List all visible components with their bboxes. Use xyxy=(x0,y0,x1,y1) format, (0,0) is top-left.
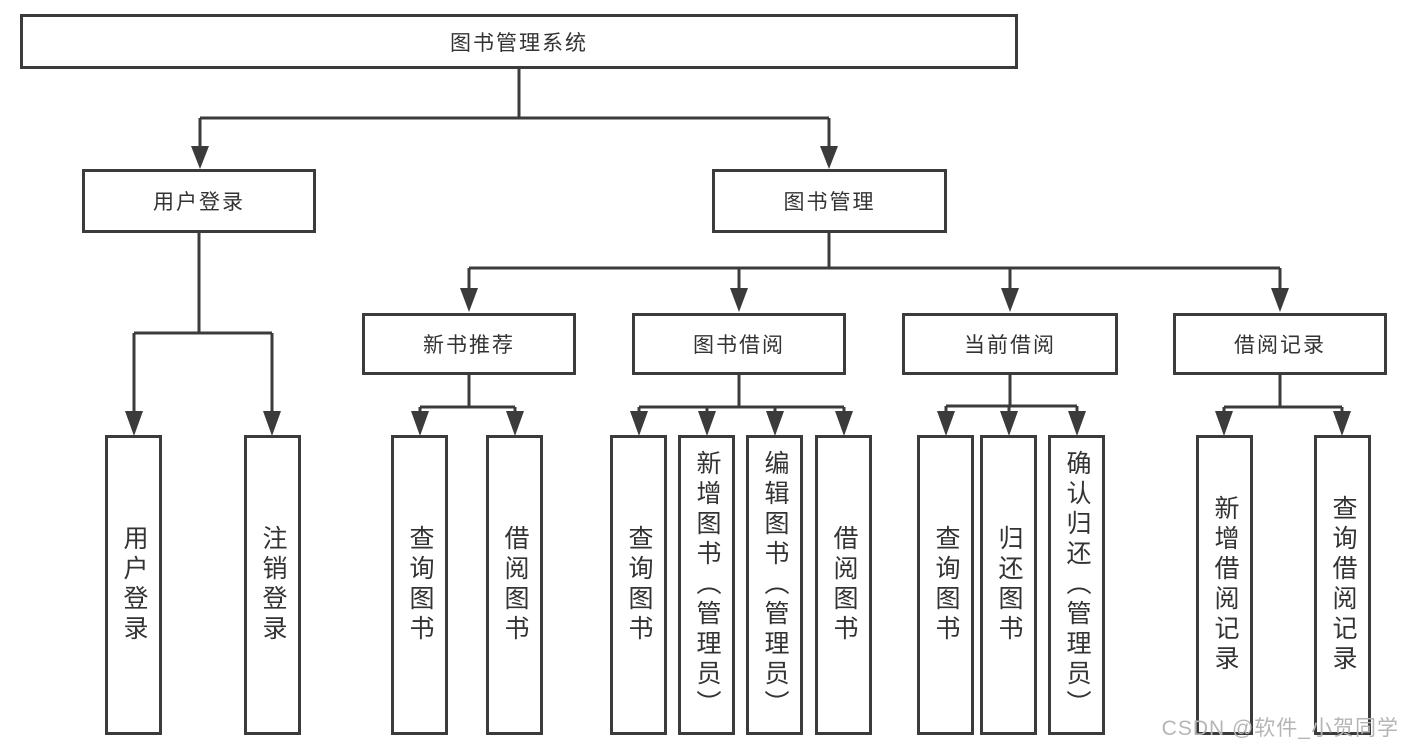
line xyxy=(944,375,1079,413)
arrow-down-icon xyxy=(411,411,429,436)
arrow-down-icon xyxy=(1215,411,1233,436)
node-label: 新增借阅记录 xyxy=(1211,495,1239,675)
arrow-down-icon xyxy=(835,411,853,436)
node-label: 查询借阅记录 xyxy=(1329,495,1357,675)
connector-new-book-to-leaves xyxy=(418,375,517,413)
leaf-borrow-books-1: 借阅图书 xyxy=(486,435,543,735)
connector-user-login-to-leaves xyxy=(132,233,274,413)
leaf-add-borrow-record: 新增借阅记录 xyxy=(1196,435,1253,735)
node-label: 借阅图书 xyxy=(501,525,529,645)
node-book-borrowing: 图书借阅 xyxy=(632,313,846,375)
node-label: 确认归还（管理员） xyxy=(1063,450,1091,720)
leaf-add-books-admin: 新增图书（管理员） xyxy=(678,435,735,735)
arrow-down-icon xyxy=(1000,411,1018,436)
leaf-query-borrow-record: 查询借阅记录 xyxy=(1314,435,1371,735)
leaf-query-books-2: 查询图书 xyxy=(610,435,667,735)
arrow-down-icon xyxy=(630,411,648,436)
line xyxy=(198,69,831,150)
connector-book-mgmt-to-level3 xyxy=(467,233,1282,290)
line xyxy=(637,375,846,413)
arrow-down-icon xyxy=(460,288,478,312)
leaf-user-login: 用户登录 xyxy=(105,435,162,735)
connector-book-borrow-to-leaves xyxy=(637,375,846,413)
connector-current-borrow-to-leaves xyxy=(944,375,1079,413)
leaf-return-books: 归还图书 xyxy=(980,435,1037,735)
node-label: 编辑图书（管理员） xyxy=(761,450,789,720)
node-user-login: 用户登录 xyxy=(82,169,316,233)
node-label: 图书管理 xyxy=(783,191,876,214)
arrow-down-icon xyxy=(937,411,955,436)
leaf-query-books-3: 查询图书 xyxy=(917,435,974,735)
arrow-down-icon xyxy=(1001,288,1019,312)
node-label: 用户登录 xyxy=(120,525,148,645)
arrow-down-icon xyxy=(1333,411,1351,436)
leaf-borrow-books-2: 借阅图书 xyxy=(815,435,872,735)
node-new-book-recommend: 新书推荐 xyxy=(362,313,576,375)
node-borrowing-records: 借阅记录 xyxy=(1173,313,1387,375)
arrow-down-icon xyxy=(730,288,748,312)
line xyxy=(418,375,517,413)
arrow-down-icon xyxy=(766,411,784,436)
csdn-watermark: CSDN @软件_小贺同学 xyxy=(1161,717,1399,740)
node-label: 借阅记录 xyxy=(1234,334,1326,357)
arrow-down-icon xyxy=(263,411,281,436)
arrow-down-icon xyxy=(820,146,838,169)
node-label: 用户登录 xyxy=(153,191,245,214)
node-label: 当前借阅 xyxy=(964,334,1056,357)
arrowheads xyxy=(125,146,1351,436)
node-label: 新书推荐 xyxy=(423,334,515,357)
node-label: 归还图书 xyxy=(995,525,1023,645)
arrow-down-icon xyxy=(1271,288,1289,312)
connector-root-to-level2 xyxy=(198,69,831,150)
arrow-down-icon xyxy=(506,411,524,436)
node-label: 新增图书（管理员） xyxy=(693,450,721,720)
node-root-library-system: 图书管理系统 xyxy=(20,14,1018,69)
node-label: 查询图书 xyxy=(406,525,434,645)
leaf-edit-books-admin: 编辑图书（管理员） xyxy=(746,435,803,735)
node-label: 查询图书 xyxy=(932,525,960,645)
node-label: 借阅图书 xyxy=(830,525,858,645)
line xyxy=(132,233,274,413)
node-label: 注销登录 xyxy=(259,525,287,645)
arrow-down-icon xyxy=(1068,411,1086,436)
leaf-query-books-1: 查询图书 xyxy=(391,435,448,735)
node-book-management: 图书管理 xyxy=(712,169,947,233)
line xyxy=(1222,375,1344,413)
arrow-down-icon xyxy=(698,411,716,436)
node-label: 图书借阅 xyxy=(693,334,785,357)
arrow-down-icon xyxy=(125,411,143,436)
leaf-confirm-return-admin: 确认归还（管理员） xyxy=(1048,435,1105,735)
node-label: 图书管理系统 xyxy=(450,31,588,55)
connector-borrow-record-to-leaves xyxy=(1222,375,1344,413)
arrow-down-icon xyxy=(191,146,209,169)
line xyxy=(467,233,1282,290)
node-label: 查询图书 xyxy=(625,525,653,645)
node-current-borrowing: 当前借阅 xyxy=(902,313,1118,375)
leaf-logout: 注销登录 xyxy=(244,435,301,735)
